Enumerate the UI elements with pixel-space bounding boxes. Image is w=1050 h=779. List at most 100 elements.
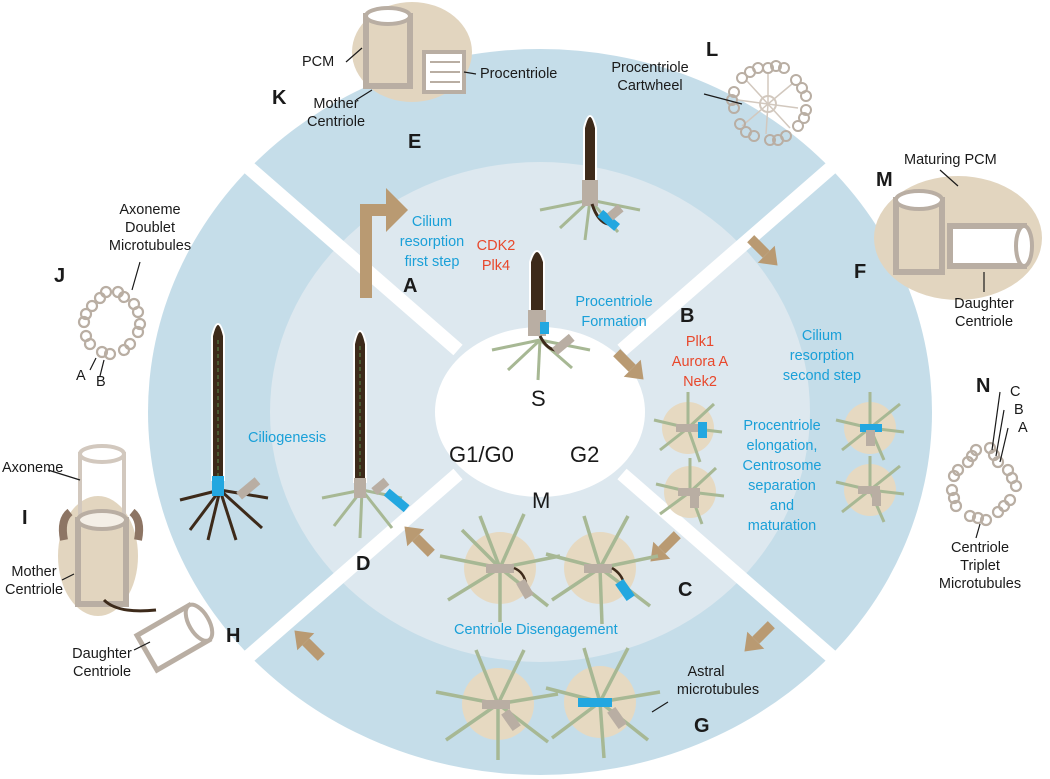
label-elongation-line6: maturation: [748, 518, 817, 534]
label-cilium-second-line1: Cilium: [802, 328, 842, 344]
illustration-m: [874, 169, 1042, 300]
aster-g2-2: [835, 392, 905, 461]
phase-g2-label: G2: [570, 442, 599, 467]
center-disc: [435, 327, 645, 497]
label-axoneme-doublet-line3: Microtubules: [109, 238, 191, 254]
aster-m-2: [545, 515, 659, 625]
label-procentriole-cartwheel: Procentriole Cartwheel: [611, 60, 688, 94]
label-cilium-first-line1: Cilium: [412, 214, 452, 230]
phase-g1g0-label: G1/G0: [449, 442, 514, 467]
arrows: [294, 188, 778, 661]
phase-m-label: M: [532, 488, 550, 513]
cilium-d: [321, 330, 410, 539]
label-cilium-second: Cilium resorption second step: [783, 328, 861, 384]
illustration-i: [47, 444, 215, 674]
label-daughter-centriole-m-line2: Centriole: [955, 314, 1013, 330]
label-doublet-b: B: [96, 374, 106, 390]
label-kinases-g2-line3: Nek2: [683, 374, 717, 390]
letter-a: A: [403, 275, 417, 297]
asters-g2: [653, 392, 905, 525]
label-daughter-centriole-m: Daughter Centriole: [954, 296, 1014, 330]
letter-c: C: [678, 579, 692, 601]
letter-l: L: [706, 39, 718, 61]
label-centriole-triplet: Centriole Triplet Microtubules: [939, 540, 1021, 592]
label-daughter-centriole-m-line1: Daughter: [954, 296, 1014, 312]
label-centriole-triplet-line3: Microtubules: [939, 576, 1021, 592]
aster-gq-1: [435, 649, 559, 760]
aster-g2-4: [835, 456, 905, 523]
label-disengagement: Centriole Disengagement: [454, 622, 618, 638]
label-kinases-g2: Plk1 Aurora A Nek2: [672, 334, 729, 390]
arrow-h: [294, 630, 325, 661]
illustration-j: [77, 261, 147, 377]
label-daughter-centriole-h-line1: Daughter: [72, 646, 132, 662]
arrow-e-f: [747, 235, 778, 266]
label-triplet-a: A: [1018, 420, 1028, 436]
label-daughter-centriole-h: Daughter Centriole: [72, 646, 132, 680]
cilium-ciliogenesis: [179, 323, 269, 541]
asters-m: [439, 513, 659, 625]
label-daughter-centriole-h-line2: Centriole: [73, 664, 131, 680]
label-cilium-first: Cilium resorption first step: [400, 214, 464, 270]
label-mother-centriole-i-line1: Mother: [11, 564, 56, 580]
cilium-s: [491, 250, 591, 381]
label-kinases-s-line2: Plk4: [482, 258, 510, 274]
label-procentriole-formation: Procentriole Formation: [575, 294, 652, 330]
label-triplet-c: C: [1010, 384, 1020, 400]
label-kinases-g2-line1: Plk1: [686, 334, 714, 350]
aster-m-1: [439, 513, 561, 622]
label-axoneme: Axoneme: [2, 460, 63, 476]
aster-gq-2: [545, 647, 661, 759]
aster-g2-3: [655, 458, 725, 525]
label-mother-centriole-i-line2: Centriole: [5, 582, 63, 598]
label-cilium-second-line2: resorption: [790, 348, 854, 364]
arrow-d: [404, 526, 435, 557]
arrow-b: [613, 349, 644, 380]
phase-s-label: S: [531, 386, 546, 411]
arrow-a: [360, 188, 408, 298]
astral-leader: [651, 701, 669, 713]
label-elongation-line4: separation: [748, 478, 816, 494]
label-procentriole-cartwheel-line2: Cartwheel: [617, 78, 682, 94]
letter-m: M: [876, 169, 893, 191]
illustration-n: [945, 391, 1023, 539]
letter-f: F: [854, 261, 866, 283]
label-maturing-pcm: Maturing PCM: [904, 152, 997, 168]
aster-g2-1: [653, 392, 723, 463]
label-cilium-second-line3: second step: [783, 368, 861, 384]
label-procentriole-cartwheel-line1: Procentriole: [611, 60, 688, 76]
letter-n: N: [976, 375, 990, 397]
letter-k: K: [272, 87, 287, 109]
letter-e: E: [408, 131, 421, 153]
label-procentriole-formation-line1: Procentriole: [575, 294, 652, 310]
label-doublet-a: A: [76, 368, 86, 384]
label-mother-centriole-k: Mother Centriole: [307, 96, 365, 130]
label-cilium-first-line3: first step: [405, 254, 460, 270]
letter-i: I: [22, 507, 28, 529]
label-procentriole: Procentriole: [480, 66, 557, 82]
label-pcm: PCM: [302, 54, 334, 70]
cilium-e: [539, 115, 641, 241]
label-kinases-g2-line2: Aurora A: [672, 354, 729, 370]
label-procentriole-formation-line2: Formation: [581, 314, 646, 330]
label-axoneme-doublet-line1: Axoneme: [119, 202, 180, 218]
label-mother-centriole-k-line1: Mother: [313, 96, 358, 112]
label-elongation-line2: elongation,: [747, 438, 818, 454]
label-axoneme-doublet: Axoneme Doublet Microtubules: [109, 202, 191, 254]
label-elongation: Procentriole elongation, Centrosome sepa…: [743, 418, 822, 534]
asters-g: [435, 647, 661, 760]
label-centriole-triplet-line1: Centriole: [951, 540, 1009, 556]
label-mother-centriole-i: Mother Centriole: [5, 564, 63, 598]
arrow-g: [744, 621, 775, 652]
label-ciliogenesis: Ciliogenesis: [248, 430, 326, 446]
label-elongation-line1: Procentriole: [743, 418, 820, 434]
quadrant-dividers: [235, 154, 845, 670]
label-cilium-first-line2: resorption: [400, 234, 464, 250]
label-elongation-line3: Centrosome: [743, 458, 822, 474]
letter-d: D: [356, 553, 370, 575]
letter-g: G: [694, 715, 710, 737]
letter-j: J: [54, 265, 65, 287]
illustration-k: [345, 2, 477, 102]
label-astral: Astral microtubules: [677, 664, 759, 698]
